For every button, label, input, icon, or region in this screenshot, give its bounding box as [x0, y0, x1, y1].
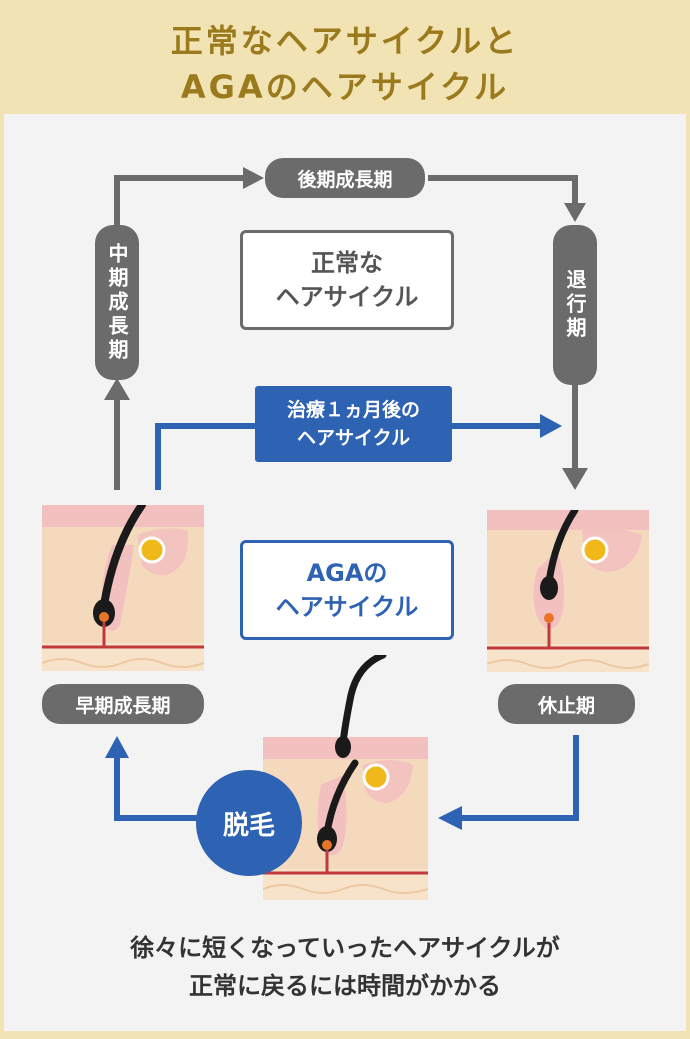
- skin-cross-section-illustration: [42, 505, 204, 671]
- skin-cross-section-illustration: [487, 510, 649, 672]
- aga-cycle-label: AGAの ヘアサイクル: [240, 540, 454, 640]
- title-line-2: AGAのヘアサイクル: [180, 68, 510, 106]
- arrow-icon: [438, 806, 462, 830]
- treatment-line-1: 治療１ヵ月後の: [286, 399, 420, 421]
- header-band: 正常なヘアサイクルと AGAのヘアサイクル: [0, 0, 690, 114]
- arrow-icon: [562, 468, 588, 490]
- aga-cycle-line-1: AGAの: [306, 559, 388, 587]
- arrow-icon: [114, 175, 245, 225]
- caption-line-2: 正常に戻るには時間がかかる: [189, 972, 501, 1000]
- skin-cross-section-illustration: [263, 655, 428, 900]
- arrow-icon: [458, 735, 579, 821]
- normal-cycle-line-1: 正常な: [311, 249, 383, 277]
- arrow-icon: [540, 414, 562, 438]
- caption-line-1: 徐々に短くなっていったヘアサイクルが: [130, 934, 560, 962]
- stage-early-growth: 早期成長期: [42, 684, 204, 724]
- arrow-icon: [104, 378, 130, 400]
- normal-cycle-line-2: ヘアサイクル: [275, 283, 419, 311]
- arrow-icon: [564, 203, 586, 222]
- title-line-1: 正常なヘアサイクルと: [170, 22, 520, 60]
- frame-left-border: [0, 114, 4, 1034]
- stage-mid-growth: 中期成長期: [95, 225, 139, 380]
- arrow-icon: [243, 167, 264, 189]
- frame-right-border: [686, 114, 690, 1034]
- treatment-cycle-label: 治療１ヵ月後の ヘアサイクル: [255, 386, 452, 462]
- stage-regression: 退行期: [553, 225, 597, 385]
- stage-resting: 休止期: [498, 684, 635, 724]
- aga-cycle-line-2: ヘアサイクル: [275, 593, 419, 621]
- arrow-icon: [428, 175, 578, 205]
- arrow-icon: [155, 423, 258, 490]
- hair-loss-badge: 脱毛: [196, 770, 302, 876]
- arrow-icon: [114, 755, 200, 821]
- treatment-line-2: ヘアサイクル: [296, 427, 411, 449]
- normal-cycle-label: 正常な ヘアサイクル: [240, 230, 454, 330]
- stage-late-growth: 後期成長期: [265, 158, 425, 198]
- arrow-icon: [105, 736, 129, 758]
- frame-bottom-border: [0, 1031, 690, 1039]
